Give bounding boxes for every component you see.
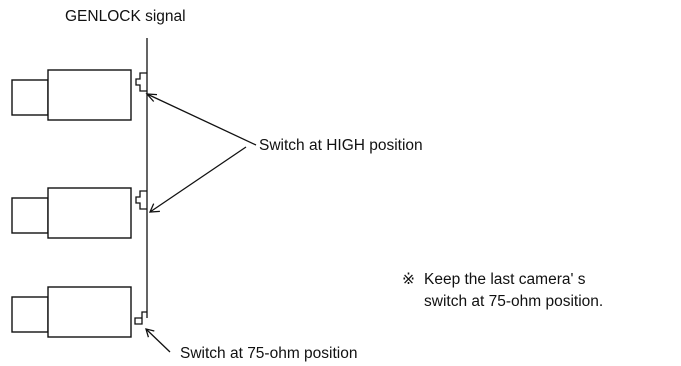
- note-line-2: switch at 75-ohm position.: [424, 293, 604, 310]
- camera-1-body: [47, 69, 132, 121]
- camera-2-body: [47, 187, 132, 239]
- arrow-high-camera-2: [148, 146, 247, 213]
- camera-2-switch: [135, 190, 147, 210]
- camera-3-lens: [11, 296, 49, 333]
- note-line-1: Keep the last camera' s: [424, 271, 586, 288]
- camera-2-lens: [11, 197, 49, 234]
- camera-3: [11, 286, 147, 338]
- camera-3-body: [47, 286, 132, 338]
- note: ※ Keep the last camera' s switch at 75-oh…: [402, 269, 672, 313]
- genlock-signal-label: GENLOCK signal: [65, 8, 186, 25]
- camera-2: [11, 187, 147, 239]
- camera-1: [11, 69, 147, 121]
- switch-75ohm-label: Switch at 75-ohm position: [180, 345, 358, 362]
- camera-1-lens: [11, 79, 49, 116]
- switch-high-label: Switch at HIGH position: [259, 137, 423, 154]
- arrow-75ohm-camera-3: [145, 328, 171, 353]
- camera-3-switch: [134, 311, 147, 325]
- reference-mark: ※: [402, 271, 415, 288]
- arrow-high-camera-1: [145, 93, 257, 146]
- camera-1-switch: [135, 72, 147, 92]
